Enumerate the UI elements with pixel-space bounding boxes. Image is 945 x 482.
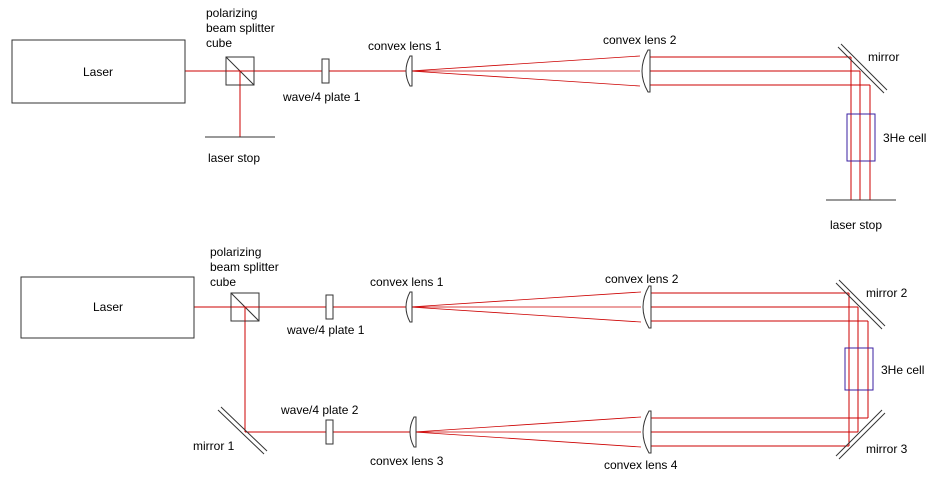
bottom-mirror1-label: mirror 1: [193, 439, 235, 453]
top-beam-expand-lower: [409, 70, 641, 87]
bottom-beam-exp-bottom-upper: [413, 416, 642, 433]
top-mirror-back: [840, 43, 888, 91]
bottom-convex-lens-4: [642, 410, 652, 454]
bottom-mirror2-label: mirror 2: [866, 286, 908, 300]
top-laser-stop-right-label: laser stop: [830, 218, 882, 232]
bottom-mirror-3-back: [838, 412, 886, 460]
bottom-convex-lens-2: [642, 285, 652, 329]
bottom-convex-lens-1: [405, 291, 413, 323]
top-beam-expand-upper: [409, 55, 641, 72]
top-pbs-label-3: cube: [206, 36, 232, 50]
top-pbs-label-2: beam splitter: [206, 21, 275, 35]
top-pbs-label-1: polarizing: [206, 6, 257, 20]
top-convex-lens-2: [641, 49, 651, 93]
bottom-mirror-1-back: [220, 406, 268, 452]
top-setup: Laser polarizing beam splitter cube lase…: [11, 6, 926, 232]
top-beams: [185, 55, 871, 200]
bottom-pbs-label-3: cube: [210, 275, 236, 289]
bottom-mirror-2-back: [838, 279, 886, 327]
bottom-setup: Laser polarizing beam splitter cube wave…: [20, 245, 924, 472]
bottom-cell-label: 3He cell: [881, 363, 924, 377]
bottom-waveplate-2: [325, 419, 334, 445]
bottom-pbs-label-1: polarizing: [210, 245, 261, 259]
bottom-waveplate1-label: wave/4 plate 1: [286, 323, 365, 337]
top-waveplate: [321, 58, 330, 84]
bottom-lens2-label: convex lens 2: [605, 272, 679, 286]
bottom-pbs-label-2: beam splitter: [210, 260, 279, 274]
bottom-convex-lens-3: [409, 416, 417, 448]
bottom-beam-exp-bottom-lower: [413, 431, 642, 448]
top-laser-box: [11, 39, 186, 104]
top-laser-label: Laser: [83, 65, 113, 79]
bottom-beam-exp-top-upper: [409, 291, 642, 308]
top-lens1-label: convex lens 1: [368, 39, 442, 53]
top-laser-stop-label: laser stop: [208, 151, 260, 165]
bottom-laser-box: [20, 276, 195, 339]
bottom-mirror3-label: mirror 3: [866, 442, 908, 456]
top-mirror: [837, 46, 885, 94]
top-convex-lens-1: [405, 55, 413, 87]
top-3he-cell: [846, 113, 876, 162]
bottom-mirror-1: [217, 409, 265, 455]
bottom-laser-label: Laser: [93, 300, 123, 314]
bottom-mirror-2: [835, 282, 883, 330]
bottom-lens4-label: convex lens 4: [604, 458, 678, 472]
top-waveplate-label: wave/4 plate 1: [282, 90, 361, 104]
top-lens2-label: convex lens 2: [603, 33, 677, 47]
bottom-waveplate-1: [325, 294, 334, 320]
top-mirror-label: mirror: [868, 50, 899, 64]
bottom-beam-exp-top-lower: [409, 306, 642, 323]
bottom-3he-cell: [844, 347, 874, 391]
bottom-waveplate2-label: wave/4 plate 2: [280, 403, 359, 417]
bottom-mirror-3: [835, 409, 883, 457]
top-cell-label: 3He cell: [883, 131, 926, 145]
bottom-beams: [194, 291, 869, 448]
bottom-lens1-label: convex lens 1: [370, 275, 444, 289]
bottom-lens3-label: convex lens 3: [370, 454, 444, 468]
